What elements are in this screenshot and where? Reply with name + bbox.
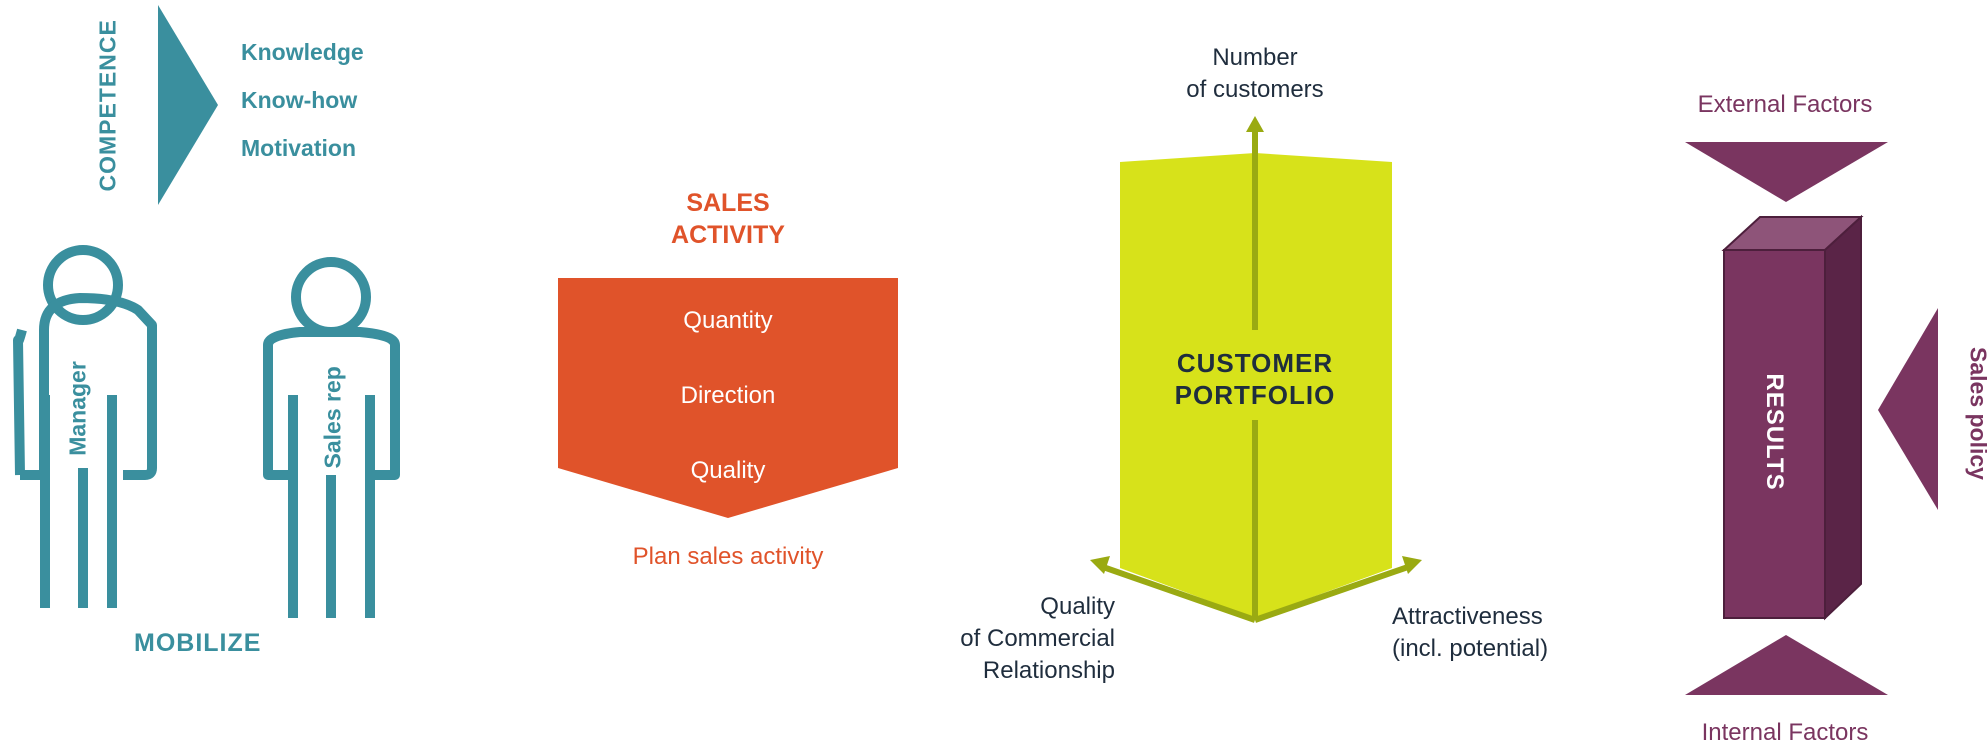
sales-policy-triangle <box>1878 308 1938 510</box>
portfolio-right-label-line2: (incl. potential) <box>1392 634 1548 664</box>
portfolio-title-line1: CUSTOMER <box>1155 347 1355 380</box>
manager-label: Manager <box>65 359 92 459</box>
portfolio-top-label-line2: of customers <box>1155 75 1355 105</box>
internal-factors-label: Internal Factors <box>1660 718 1910 748</box>
portfolio-top-label-line1: Number <box>1155 43 1355 73</box>
sales-activity-item-quantity: Quantity <box>628 306 828 336</box>
sales-activity-title-line1: SALES <box>628 188 828 219</box>
internal-factors-triangle <box>1685 635 1888 695</box>
external-factors-triangle <box>1685 142 1888 202</box>
sales-rep-label: Sales rep <box>320 369 347 469</box>
sales-activity-caption: Plan sales activity <box>578 542 878 572</box>
portfolio-left-label-line1: Quality <box>880 592 1115 622</box>
sales-activity-item-quality: Quality <box>628 456 828 486</box>
competence-label: COMPETENCE <box>95 32 122 192</box>
external-factors-label: External Factors <box>1660 90 1910 120</box>
portfolio-right-label-line1: Attractiveness <box>1392 602 1543 632</box>
portfolio-left-label-line2: of Commercial <box>880 624 1115 654</box>
results-label: RESULTS <box>1760 372 1788 492</box>
competence-item-motivation: Motivation <box>241 134 356 163</box>
competence-item-knowledge: Knowledge <box>241 38 364 67</box>
results-pillar <box>1724 217 1861 618</box>
sales-activity-title-line2: ACTIVITY <box>628 220 828 251</box>
competence-item-know-how: Know-how <box>241 86 357 115</box>
sales-policy-label: Sales policy <box>1965 339 1987 489</box>
portfolio-title-line2: PORTFOLIO <box>1155 379 1355 412</box>
portfolio-left-label-line3: Relationship <box>880 656 1115 686</box>
sales-activity-item-direction: Direction <box>628 381 828 411</box>
mobilize-label: MOBILIZE <box>134 628 261 659</box>
competence-arrow <box>158 5 218 205</box>
